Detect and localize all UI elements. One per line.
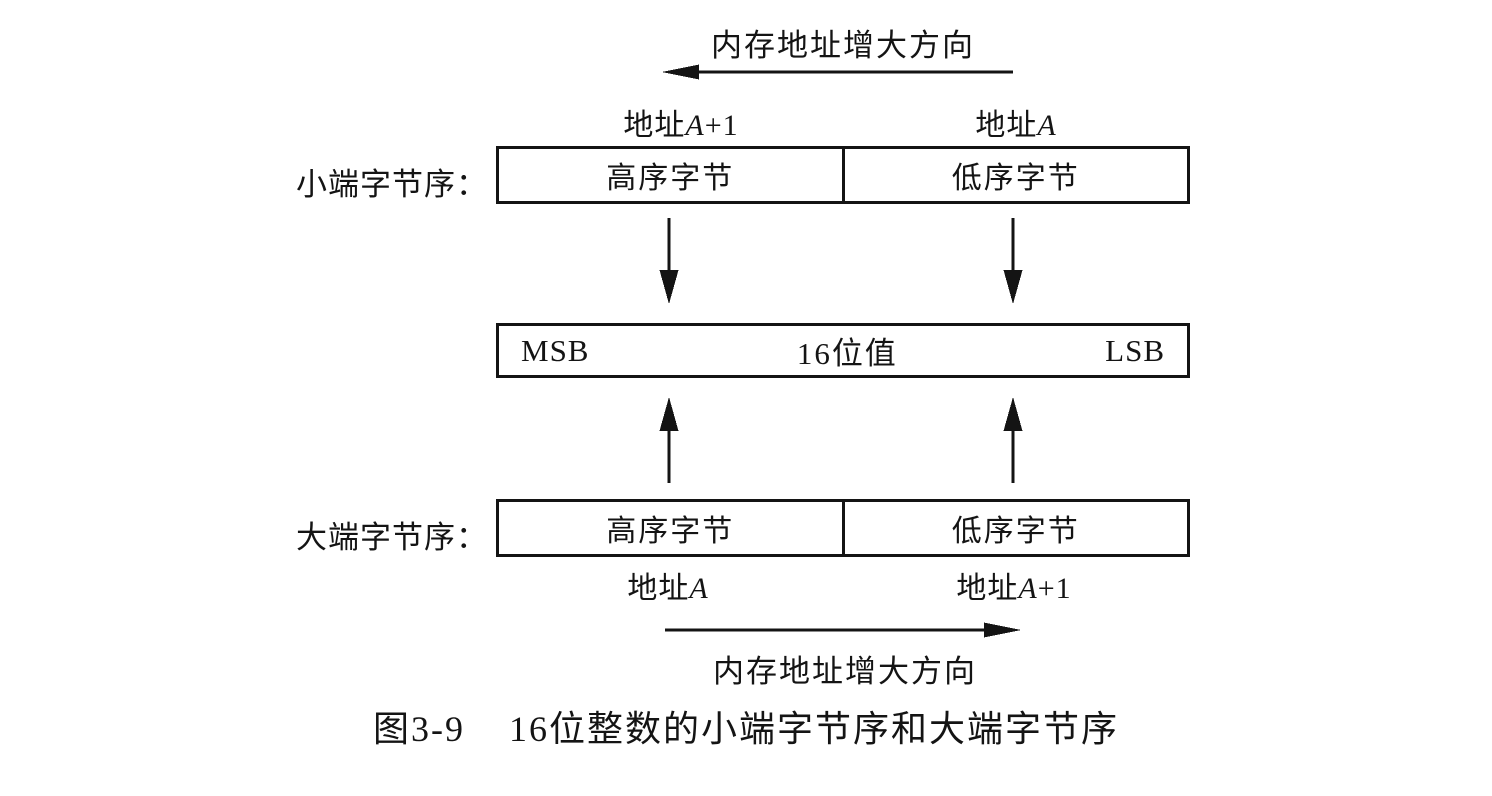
address-label-low-top: 地址A	[975, 109, 1057, 142]
left-arrow-icon	[662, 64, 1013, 80]
address-label-low-bottom: 地址A+1	[956, 572, 1072, 605]
low-byte-cell: 低序字节	[841, 502, 1188, 554]
address-label-high-bottom: 地址A	[627, 572, 709, 605]
address-variable: A	[685, 109, 705, 142]
big-endian-register: 高序字节 低序字节	[496, 499, 1190, 557]
value-label: 16位值	[796, 336, 898, 371]
big-endian-label: 大端字节序：	[296, 520, 488, 555]
high-byte-cell: 高序字节	[606, 162, 735, 195]
down-arrow-left-icon	[659, 218, 679, 304]
down-arrow-right-icon	[1003, 218, 1023, 304]
address-label-high-top: 地址A+1	[623, 109, 739, 142]
address-variable: A	[689, 572, 709, 605]
caption-title: 16位整数的小端字节序和大端字节序	[509, 709, 1120, 749]
value-register: MSB 16位值 LSB	[496, 323, 1190, 378]
up-arrow-left-icon	[659, 397, 679, 483]
bottom-arrow-label: 内存地址增大方向	[713, 654, 977, 689]
little-endian-register: 高序字节 低序字节	[496, 146, 1190, 204]
caption-number: 图3-9	[373, 709, 465, 749]
lsb-label: LSB	[1105, 332, 1165, 368]
figure-caption: 图3-9 16位整数的小端字节序和大端字节序	[373, 700, 1119, 752]
high-byte-cell: 高序字节	[606, 515, 735, 548]
right-arrow-icon	[665, 622, 1021, 638]
top-arrow-label: 内存地址增大方向	[711, 28, 975, 63]
little-endian-label: 小端字节序：	[296, 167, 488, 202]
msb-label: MSB	[521, 332, 590, 368]
address-variable: A	[1037, 109, 1057, 142]
low-byte-cell: 低序字节	[841, 149, 1188, 201]
address-variable: A	[1018, 572, 1038, 605]
up-arrow-right-icon	[1003, 397, 1023, 483]
